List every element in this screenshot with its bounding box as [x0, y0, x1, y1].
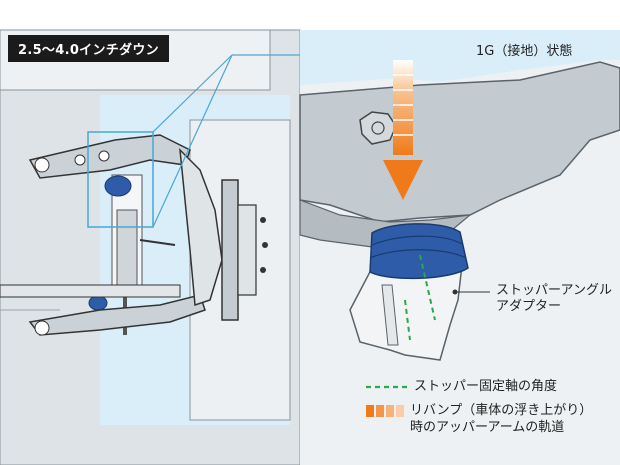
rebound-arrow-shaft: [393, 60, 413, 155]
legend-stopper-axis-label: ストッパー固定軸の角度: [414, 379, 558, 394]
adapter-label-line1: ストッパーアングル: [496, 283, 612, 298]
right-zoom-panel: [299, 30, 620, 465]
stopper-axis-line: [419, 254, 436, 321]
zoom-connector-line: [152, 54, 233, 133]
legend-rebound-label-line1: リバンプ（車体の浮き上がり）: [410, 403, 593, 418]
zoom-connector-line-lower: [152, 54, 233, 228]
legend-orange-bar-icon: [366, 405, 404, 417]
state-1g-label: 1G（接地）状態: [476, 44, 573, 59]
upper-arm: [299, 61, 620, 223]
legend-rebound-label-line2: 時のアッパーアームの軌道: [410, 420, 565, 435]
left-overview-panel: [0, 29, 301, 465]
bump-stopper: [369, 223, 469, 280]
spec-label: 2.5〜4.0インチダウン: [8, 35, 169, 62]
rebound-arrow-head: [383, 160, 423, 200]
adapter-label-line2: アダプター: [496, 299, 562, 314]
